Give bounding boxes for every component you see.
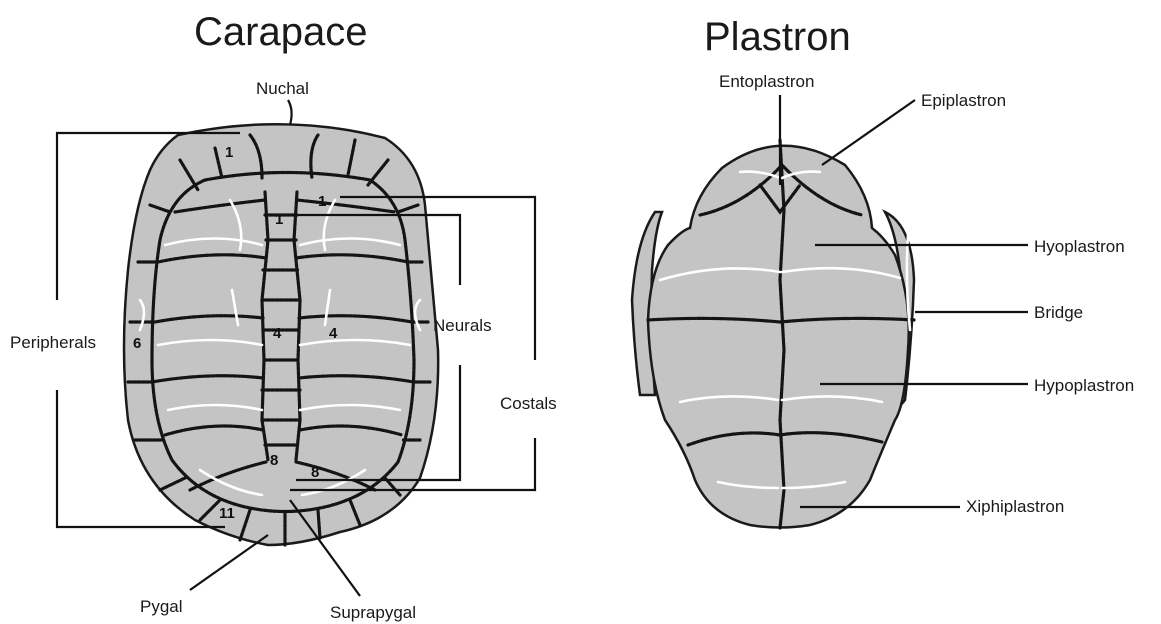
costal-number-1: 1 [318,193,326,210]
costal-number-8: 8 [311,464,319,481]
plastron-title: Plastron [704,15,851,59]
plastron-figure [632,140,914,528]
plastron-shell [648,146,909,528]
suprapygal-label: Suprapygal [330,603,416,622]
neurals-label: Neurals [433,316,492,335]
costals-label: Costals [500,394,557,413]
carapace-figure: 1 1 1 6 4 4 8 8 11 [124,124,438,545]
hyoplastron-label: Hyoplastron [1034,237,1125,256]
entoplastron-label: Entoplastron [719,72,814,91]
hypoplastron-label: Hypoplastron [1034,376,1134,395]
epiplastron-leader [822,100,915,165]
neural-number-8: 8 [270,452,278,469]
epiplastron-label: Epiplastron [921,91,1006,110]
peripheral-number-11: 11 [219,505,235,522]
nuchal-label: Nuchal [256,79,309,98]
neural-number-1: 1 [275,211,283,228]
costal-number-4: 4 [329,325,338,342]
neural-number-4: 4 [273,325,282,342]
peripherals-label: Peripherals [10,333,96,352]
xiphiplastron-label: Xiphiplastron [966,497,1064,516]
peripheral-number-1: 1 [225,144,233,161]
pygal-leader [190,535,268,590]
bridge-label: Bridge [1034,303,1083,322]
carapace-title: Carapace [194,10,367,54]
nuchal-leader [288,100,292,125]
pygal-label: Pygal [140,597,183,616]
peripheral-number-6: 6 [133,335,141,352]
